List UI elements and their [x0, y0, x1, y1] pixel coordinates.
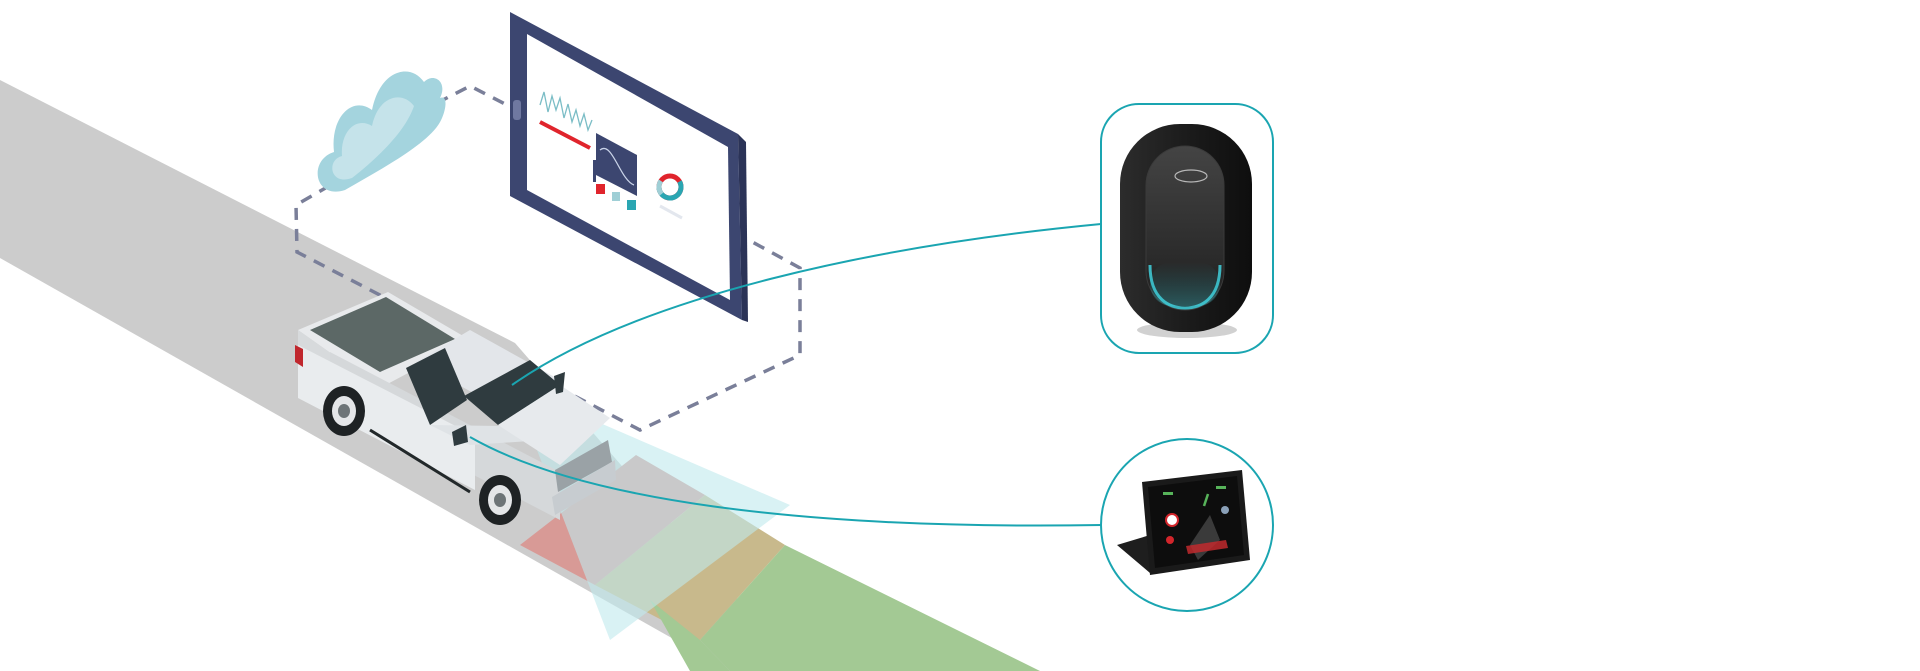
chart-red-bar	[539, 120, 591, 150]
chart-donut	[656, 173, 684, 201]
zone-green-tail	[650, 600, 730, 671]
chart-square-teal	[627, 200, 636, 210]
cloud-icon	[317, 71, 446, 192]
pickup-truck-icon	[295, 292, 616, 525]
camera-sensor-device-icon	[1100, 103, 1274, 354]
in-cab-display-device-icon	[1100, 438, 1274, 612]
zone-green	[700, 545, 1040, 671]
chart-waveform	[539, 91, 593, 133]
leader-line-sensor	[511, 223, 1102, 386]
wheel-front	[479, 475, 521, 525]
tablet-dashboard-icon	[510, 12, 748, 322]
chart-square-light	[612, 192, 620, 201]
camera-beam	[512, 385, 790, 640]
chart-square-red	[596, 184, 605, 194]
dashed-link-top	[436, 84, 506, 106]
dashed-link	[294, 173, 802, 432]
wheel-rear	[323, 386, 365, 436]
leader-line-display	[469, 436, 1103, 527]
